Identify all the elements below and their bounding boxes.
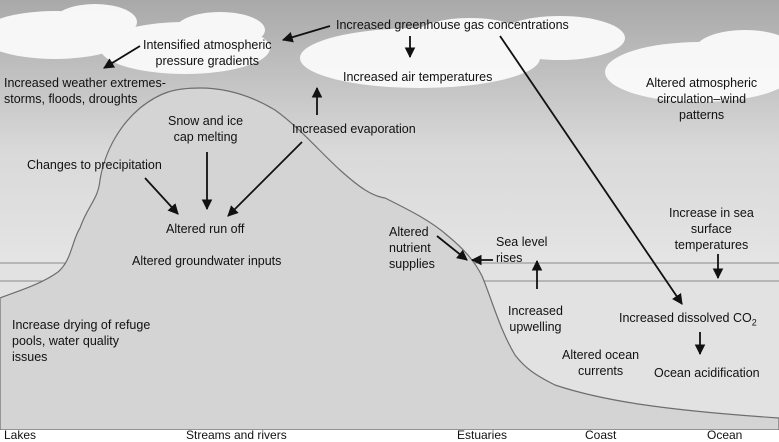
label-line: upwelling (509, 320, 562, 334)
label-line: patterns (679, 108, 725, 122)
label-atmospheric-circulation: Altered atmospheric circulation–wind pat… (646, 75, 757, 123)
label-line: nutrient (389, 241, 431, 255)
arrow-ghg-to-pressure (281, 25, 331, 43)
label-line: issues (12, 350, 48, 364)
label-line: surface (690, 222, 732, 236)
label-line: Snow and ice (168, 114, 244, 128)
label-line: rises (496, 251, 523, 265)
label-nutrient-supplies: Altered nutrient supplies (389, 224, 435, 272)
label-precipitation-changes: Changes to precipitation (27, 158, 162, 172)
ground-strip (0, 430, 779, 442)
region-label-estuaries: Estuaries (457, 428, 508, 442)
label-line: cap melting (173, 130, 238, 144)
region-label-ocean: Ocean (707, 428, 743, 442)
label-altered-ocean-currents: Altered ocean currents (562, 347, 639, 379)
label-air-temperatures: Increased air temperatures (343, 70, 493, 84)
region-label-lakes: Lakes (4, 428, 37, 442)
label-snow-ice-melting: Snow and ice cap melting (168, 113, 243, 145)
co2-subscript: 2 (751, 317, 757, 328)
arrow-evaporation-to-runoff (227, 141, 303, 217)
label-line: supplies (389, 257, 435, 271)
label-line: storms, floods, droughts (4, 92, 138, 106)
label-increased-evaporation: Increased evaporation (292, 122, 416, 136)
label-drying-refuge-pools: Increase drying of refuge pools, water q… (12, 317, 150, 365)
label-altered-runoff: Altered run off (166, 222, 245, 236)
region-label-coast: Coast (585, 428, 617, 442)
label-line: Increased weather extremes- (4, 76, 166, 90)
landmass (0, 87, 779, 431)
label-line: Intensified atmospheric (143, 38, 272, 52)
label-line: Increase drying of refuge (12, 318, 151, 332)
arrow-nutrient-to-estuary (436, 235, 468, 261)
arrow-precip-to-runoff (144, 177, 179, 215)
label-line: pools, water quality (12, 334, 120, 348)
label-groundwater-inputs: Altered groundwater inputs (132, 254, 282, 268)
label-line: Altered ocean (562, 348, 640, 362)
label-line: currents (577, 364, 624, 378)
label-line: pressure gradients (155, 54, 260, 68)
arrow-pressure-to-weather (103, 45, 141, 69)
arrow-ghg-to-co2 (499, 35, 683, 305)
label-weather-extremes: Increased weather extremes- storms, floo… (4, 75, 166, 107)
cloud-center-puff (410, 18, 530, 62)
label-line: Sea level (496, 235, 548, 249)
label-line: Increase in sea (669, 206, 754, 220)
label-line: Increased (508, 304, 563, 318)
label-greenhouse-gas: Increased greenhouse gas concentrations (336, 18, 569, 32)
cloud-right-puff (695, 30, 779, 70)
label-line: temperatures (674, 238, 749, 252)
label-line: Altered (389, 225, 429, 239)
label-increased-upwelling: Increased upwelling (508, 303, 563, 335)
clouds (0, 4, 779, 102)
cloud-center-left-puff (175, 12, 265, 48)
label-ocean-acidification: Ocean acidification (654, 366, 760, 380)
label-sea-level-rises: Sea level rises (496, 234, 547, 266)
label-line: Altered atmospheric (646, 76, 758, 90)
label-dissolved-co2: Increased dissolved CO2 (619, 310, 757, 331)
co2-text: Increased dissolved CO (619, 311, 752, 325)
label-sea-surface-temperatures: Increase in sea surface temperatures (669, 205, 754, 253)
arrows (103, 25, 724, 356)
label-line: circulation–wind (657, 92, 747, 106)
region-label-streams-rivers: Streams and rivers (186, 428, 287, 442)
label-pressure-gradients: Intensified atmospheric pressure gradien… (143, 37, 272, 69)
cloud-left-puff (53, 4, 137, 40)
cloud-top-right (495, 16, 625, 60)
